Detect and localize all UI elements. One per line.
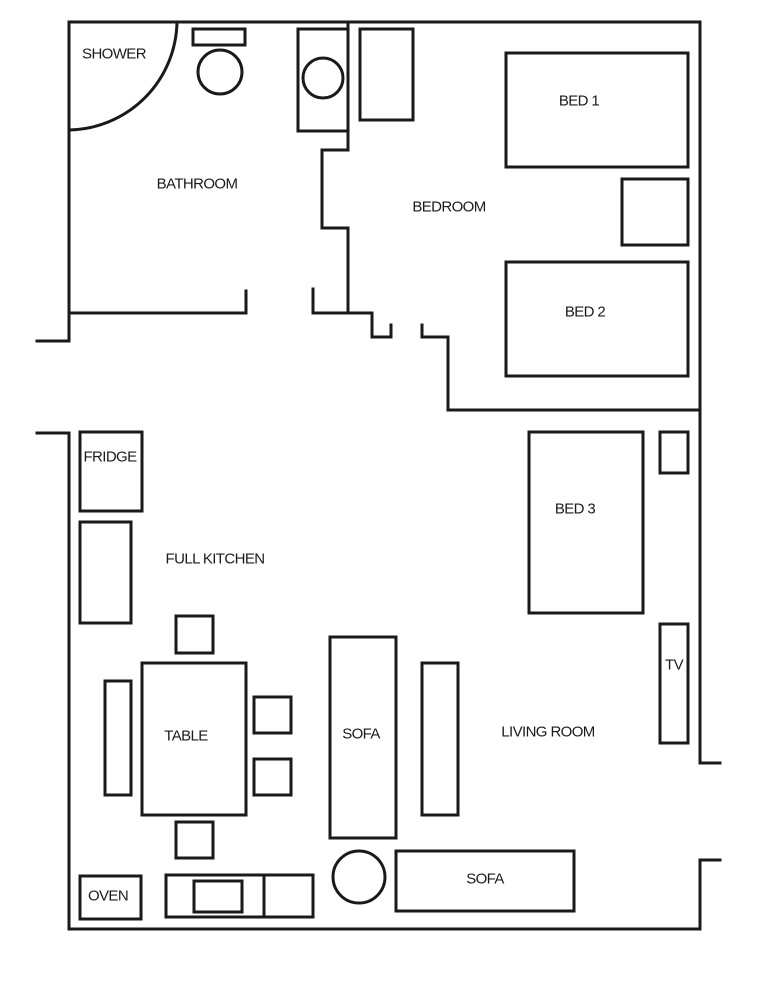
fridge <box>78 430 144 513</box>
tv <box>658 622 690 745</box>
bedroom-wardrobe-b <box>358 27 415 122</box>
bathroom-shelf <box>191 27 247 47</box>
bed3 <box>527 430 645 615</box>
wall-segment <box>311 20 350 315</box>
furniture-label-bed2: BED 2 <box>564 303 606 321</box>
room-label-kitchen: FULL KITCHEN <box>165 550 266 568</box>
wall-segment <box>35 431 722 931</box>
furniture-label-oven: OVEN <box>87 887 129 905</box>
nightstand <box>620 177 690 247</box>
shower-arc <box>67 20 179 132</box>
furniture-label-table: TABLE <box>164 727 208 745</box>
wall-segment <box>346 311 393 339</box>
bench <box>103 679 133 797</box>
bed2 <box>504 260 690 378</box>
wall-segment <box>420 323 702 412</box>
furniture <box>78 27 690 921</box>
bath-sink <box>301 56 345 100</box>
coffee-table <box>420 661 460 817</box>
sofa-horizontal <box>394 849 576 913</box>
chair-bottom <box>174 820 215 860</box>
wall-segment <box>67 289 248 315</box>
sofa-vertical <box>328 635 398 840</box>
table <box>140 661 248 817</box>
furniture-label-bed1: BED 1 <box>558 92 600 110</box>
side-table-round <box>331 849 387 905</box>
chair-top <box>174 614 215 655</box>
walls <box>35 20 722 931</box>
room-label-bedroom: BEDROOM <box>412 198 486 216</box>
sink-basin <box>192 879 244 914</box>
toilet <box>196 48 244 96</box>
kitchen-counter <box>78 520 133 625</box>
chair-right-2 <box>252 757 293 797</box>
oven <box>78 874 143 921</box>
furniture-label-bed3: BED 3 <box>554 500 596 518</box>
bed1 <box>504 51 690 169</box>
chair-right-1 <box>252 695 293 735</box>
furniture-label-sofa-horizontal: SOFA <box>466 870 504 888</box>
room-label-living-room: LIVING ROOM <box>501 723 595 741</box>
wall-segment <box>698 408 722 765</box>
shower-door-arc <box>67 20 179 132</box>
furniture-label-tv: TV <box>665 656 684 674</box>
furniture-label-sofa-vertical: SOFA <box>342 725 380 743</box>
room-label-bathroom: BATHROOM <box>156 175 238 193</box>
living-side-table <box>658 430 690 475</box>
wall-segment <box>35 20 702 412</box>
furniture-label-fridge: FRIDGE <box>83 448 137 466</box>
room-label-shower: SHOWER <box>82 45 147 63</box>
